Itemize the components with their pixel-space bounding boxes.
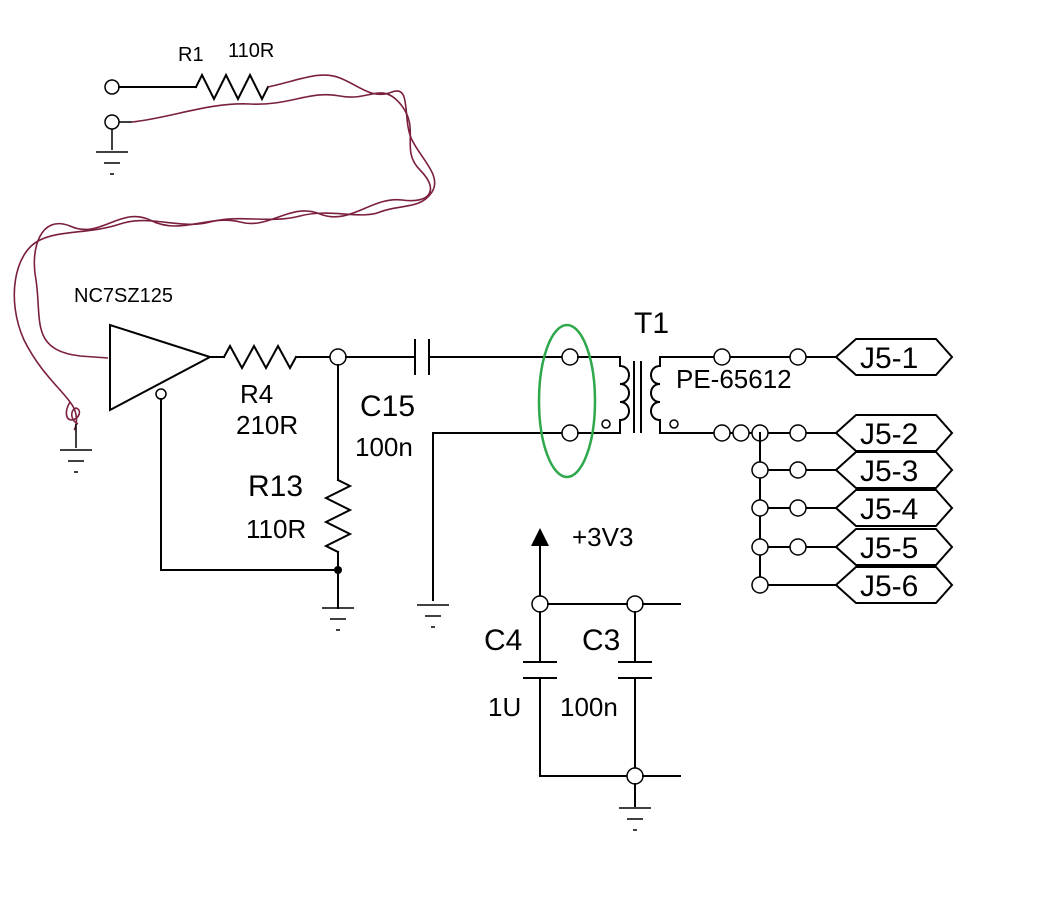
t1-primary-coil	[619, 356, 630, 434]
c3-name-label: C3	[582, 624, 620, 657]
j5-3-node	[789, 461, 807, 479]
buffer-name-label: NC7SZ125	[74, 285, 173, 307]
node-sec-bot-4	[789, 424, 807, 442]
ground-symbol-twisted-pair	[60, 449, 92, 473]
connector-label-j5-1: J5-1	[860, 342, 918, 375]
supply-3v3: +3V3	[531, 522, 633, 597]
bus-node-6	[751, 576, 769, 594]
junction-dot-r13	[334, 566, 342, 574]
bus-node-4	[751, 499, 769, 517]
bus-node-3	[751, 461, 769, 479]
node-sec-bot-1	[713, 424, 731, 442]
node-supply-c3	[626, 595, 644, 613]
c15-capacitor: C15 100n	[345, 339, 564, 462]
r13-resistor-symbol	[323, 478, 353, 554]
c3-capacitor: C3 100n	[560, 611, 652, 769]
t1-name-label: T1	[634, 307, 669, 340]
node-sec-top-1	[713, 348, 731, 366]
c15-value-label: 100n	[355, 432, 413, 462]
supply-label: +3V3	[572, 522, 633, 552]
connector-j5-3: J5-3	[834, 451, 954, 489]
c4-value-label: 1U	[488, 692, 521, 722]
t1-secondary-dot	[669, 419, 679, 429]
ground-symbol-primary	[417, 604, 449, 628]
c4-name-label: C4	[484, 624, 522, 657]
node-r4-c15	[329, 348, 347, 366]
r1-input-section: R1 110R	[96, 40, 274, 175]
bus-node-5	[751, 538, 769, 556]
connector-label-j5-2: J5-2	[860, 418, 918, 451]
connector-label-j5-5: J5-5	[860, 532, 918, 565]
enable-ground-wire	[160, 398, 338, 571]
c15-name-label: C15	[360, 390, 415, 423]
t1-primary-dot	[601, 419, 611, 429]
supply-arrow-icon	[531, 528, 549, 546]
t1-primary-terminal-bottom	[561, 424, 579, 442]
connector-j5-1: J5-1	[834, 338, 954, 376]
r13-resistor: R13 110R	[246, 364, 353, 609]
buffer-nc7sz125: NC7SZ125	[74, 285, 338, 571]
c4-capacitor: C4 1U	[484, 611, 557, 777]
r4-value-label: 210R	[236, 410, 298, 440]
ground-symbol-input	[96, 151, 128, 175]
connector-j5-2: J5-2	[834, 414, 954, 452]
t1-primary-terminal-top	[561, 348, 579, 366]
twisted-pair-wire	[13, 74, 436, 431]
input-terminal-return	[104, 114, 120, 130]
transformer-t1: T1 PE-65612	[601, 307, 792, 434]
node-ground-c3	[626, 767, 644, 785]
r4-resistor: R4 210R	[209, 343, 331, 440]
ground-symbol-decoupling	[619, 807, 651, 831]
t1-secondary-coil	[650, 356, 661, 434]
input-terminal-signal	[104, 79, 120, 95]
r13-value-label: 110R	[246, 514, 306, 544]
r4-name-label: R4	[240, 379, 273, 409]
t1-part-label: PE-65612	[676, 364, 792, 394]
node-sec-bot-2	[732, 424, 750, 442]
connector-label-j5-4: J5-4	[860, 493, 918, 526]
r1-name-label: R1	[178, 44, 204, 66]
node-sec-top-2	[789, 348, 807, 366]
connector-j5-5: J5-5	[834, 528, 954, 566]
node-supply-c4	[531, 595, 549, 613]
connector-label-j5-3: J5-3	[860, 455, 918, 488]
c3-value-label: 100n	[560, 692, 618, 722]
r4-resistor-symbol	[222, 343, 298, 371]
r1-resistor-symbol	[194, 72, 270, 102]
buffer-enable-bubble	[155, 388, 167, 400]
connector-label-j5-6: J5-6	[860, 570, 918, 603]
j5-5-node	[789, 538, 807, 556]
primary-return-wire	[432, 432, 564, 601]
r13-name-label: R13	[248, 470, 303, 503]
buffer-triangle-symbol	[109, 323, 213, 412]
ground-symbol-r13	[322, 607, 354, 631]
highlight-ellipse	[537, 323, 597, 479]
j5-4-node	[789, 499, 807, 517]
connector-j5-6: J5-6	[834, 566, 954, 604]
connector-j5-4: J5-4	[834, 489, 954, 527]
r1-value-label: 110R	[228, 40, 274, 62]
